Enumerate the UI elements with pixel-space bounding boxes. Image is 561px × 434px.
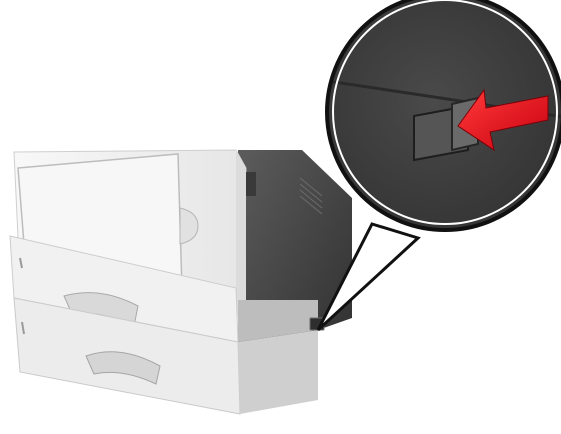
side-latch-small <box>246 172 256 196</box>
callout <box>320 0 561 230</box>
side-edge <box>236 150 246 318</box>
lower-right-side <box>238 330 318 414</box>
printer <box>10 150 352 414</box>
